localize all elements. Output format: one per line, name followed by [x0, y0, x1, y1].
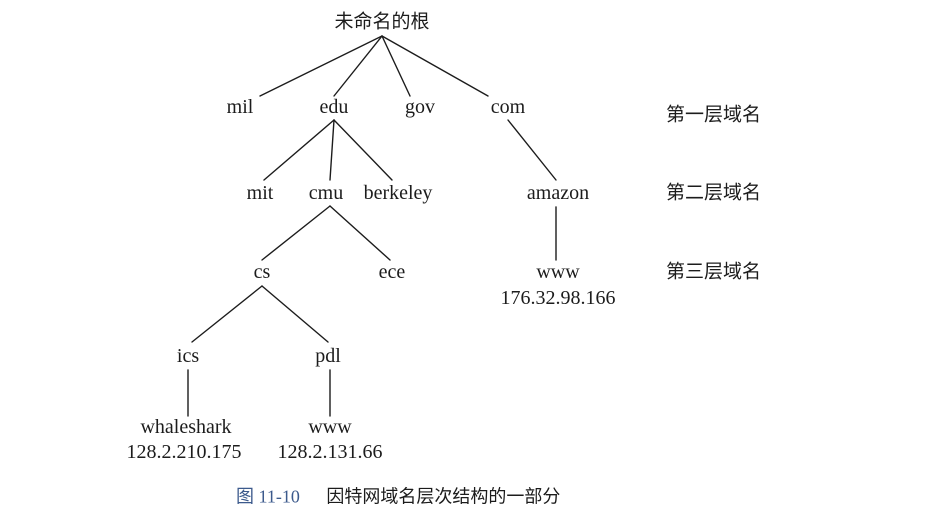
whaleshark-ip-address: 128.2.210.175 — [126, 441, 242, 463]
amazon-ip-address: 176.32.98.166 — [500, 287, 616, 309]
node-amazon: amazon — [526, 182, 590, 204]
node-gov: gov — [405, 96, 435, 118]
edge-edu-cmu — [329, 119, 335, 181]
node-mil: mil — [226, 96, 254, 118]
node-ics: ics — [176, 345, 200, 367]
node-cmu: cmu — [308, 182, 344, 204]
node-pdl-www: www — [308, 416, 352, 438]
level-label-third: 第三层域名 — [666, 260, 762, 283]
edge-root-edu — [333, 35, 383, 97]
figure-title: 因特网域名层次结构的一部分 — [326, 486, 561, 508]
node-berkeley: berkeley — [363, 182, 433, 204]
edge-cs-pdl — [261, 285, 329, 343]
node-mit: mit — [246, 182, 274, 204]
level-label-first: 第一层域名 — [666, 103, 762, 126]
edge-cs-ics — [191, 285, 263, 343]
root-node: 未命名的根 — [334, 10, 430, 33]
edge-root-com — [381, 35, 489, 97]
node-pdl: pdl — [315, 345, 341, 367]
edge-cmu-cs — [261, 205, 331, 261]
figure-number: 11-10 — [258, 486, 300, 507]
node-com: com — [490, 96, 526, 118]
node-edu: edu — [319, 96, 349, 118]
edge-root-mil — [259, 35, 383, 97]
edge-edu-mit — [263, 119, 335, 181]
edge-com-amazon — [507, 119, 557, 181]
edge-edu-berkeley — [333, 119, 393, 181]
edge-root-gov — [381, 35, 411, 97]
node-ece: ece — [378, 261, 406, 283]
node-cs: cs — [253, 261, 271, 283]
pdl-www-ip-address: 128.2.131.66 — [277, 441, 383, 463]
node-whaleshark: whaleshark — [140, 416, 232, 438]
node-amazon-www: www — [536, 261, 580, 283]
figure-word: 图 — [236, 486, 254, 508]
level-label-second: 第二层域名 — [666, 181, 762, 204]
edge-cmu-ece — [329, 205, 391, 261]
figure-caption: 图 11-10 因特网域名层次结构的一部分 — [236, 488, 560, 507]
